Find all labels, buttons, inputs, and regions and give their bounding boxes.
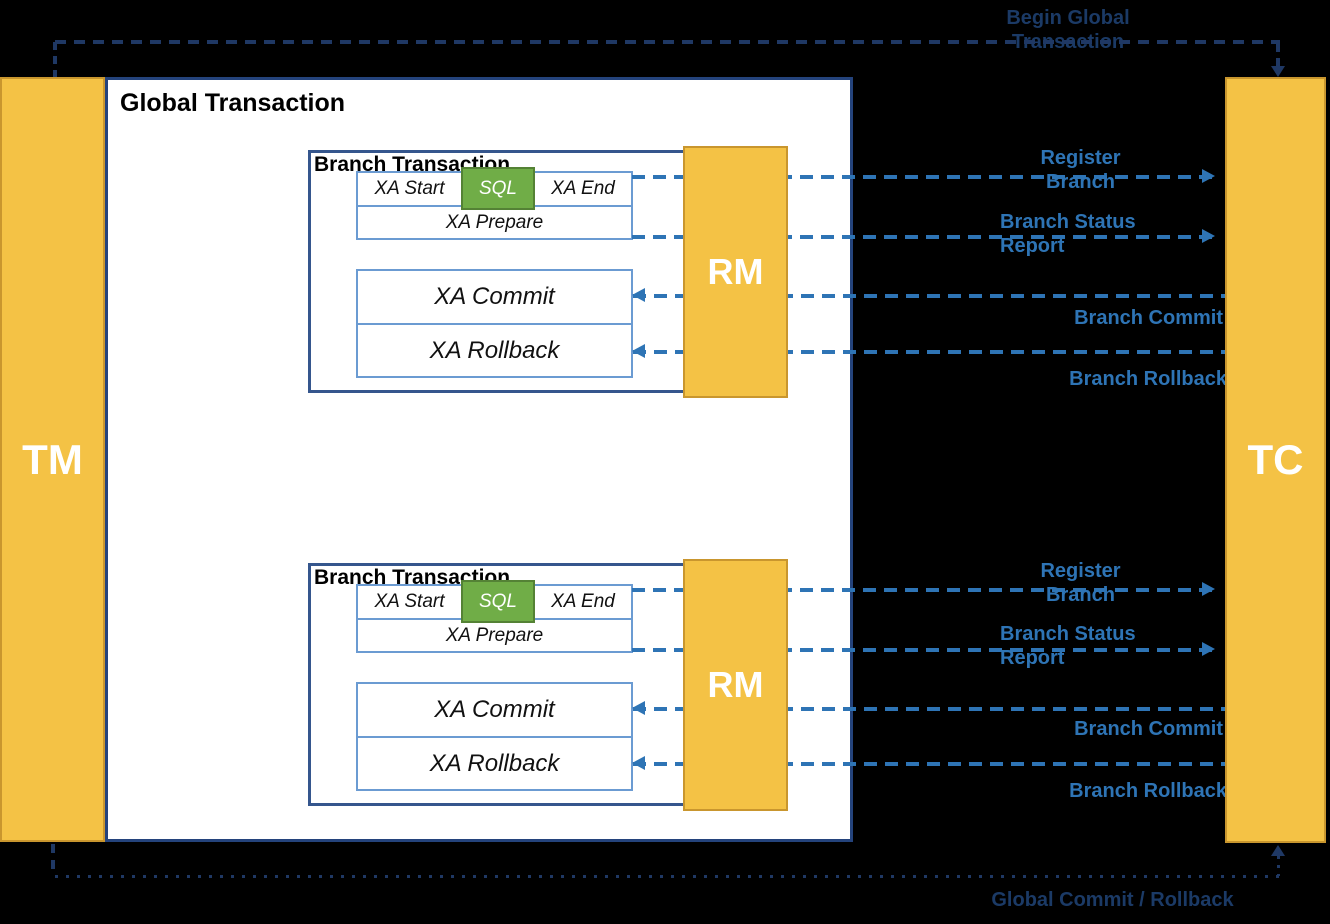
tm-box: TM xyxy=(0,77,105,842)
global-transaction-title: Global Transaction xyxy=(120,89,346,117)
begin-global-line-tc-segment xyxy=(1276,44,1280,68)
global-commit-line-tc-segment xyxy=(1277,856,1280,876)
branch-rollback-label: Branch Rollback xyxy=(1069,368,1227,390)
branch-status-report-label: Branch Status Report xyxy=(1000,211,1136,257)
rm-label: RM xyxy=(707,664,764,705)
branch-commit-arrow xyxy=(632,701,1225,715)
xa-rollback-cell: XA Rollback xyxy=(356,736,633,791)
xa-prepare-cell: XA Prepare xyxy=(356,618,633,653)
branch-rollback-arrow xyxy=(632,344,1225,358)
branch-status-report-label: Branch Status Report xyxy=(1000,623,1136,669)
tm-label: TM xyxy=(22,435,83,483)
xa-commit-cell: XA Commit xyxy=(356,269,633,325)
register-branch-arrow xyxy=(632,169,1215,183)
begin-global-line-tm-segment xyxy=(53,42,57,77)
branch-status-report-arrow xyxy=(632,229,1215,243)
global-commit-rollback-label: Global Commit / Rollback xyxy=(991,889,1234,911)
sql-cell: SQL xyxy=(461,580,535,623)
xa-end-cell: XA End xyxy=(533,171,633,207)
xa-commit-cell: XA Commit xyxy=(356,682,633,738)
rm-box: RM xyxy=(683,559,788,811)
global-commit-line-tm-segment xyxy=(51,844,55,875)
register-branch-label: Register Branch xyxy=(1040,147,1121,193)
xa-rollback-cell: XA Rollback xyxy=(356,323,633,378)
arrowhead-down-icon xyxy=(1271,66,1285,77)
rm-box: RM xyxy=(683,146,788,398)
branch-rollback-arrow xyxy=(632,756,1225,770)
sql-cell: SQL xyxy=(461,167,535,210)
begin-global-dashed-line xyxy=(55,40,1280,44)
branch-rollback-label: Branch Rollback xyxy=(1069,780,1227,802)
rm-label: RM xyxy=(707,251,764,292)
begin-global-transaction-label: Begin Global Transaction xyxy=(1006,7,1130,53)
xa-prepare-cell: XA Prepare xyxy=(356,205,633,240)
global-commit-dotted-line xyxy=(55,875,1280,878)
branch-commit-label: Branch Commit xyxy=(1074,718,1223,740)
xa-start-cell: XA Start xyxy=(356,584,463,620)
register-branch-arrow xyxy=(632,582,1215,596)
register-branch-label: Register Branch xyxy=(1040,560,1121,606)
tc-box: TC xyxy=(1225,77,1326,843)
xa-start-cell: XA Start xyxy=(356,171,463,207)
branch-commit-arrow xyxy=(632,288,1225,302)
branch-status-report-arrow xyxy=(632,642,1215,656)
arrowhead-up-icon xyxy=(1271,845,1285,856)
branch-commit-label: Branch Commit xyxy=(1074,307,1223,329)
xa-end-cell: XA End xyxy=(533,584,633,620)
tc-label: TC xyxy=(1247,436,1304,483)
